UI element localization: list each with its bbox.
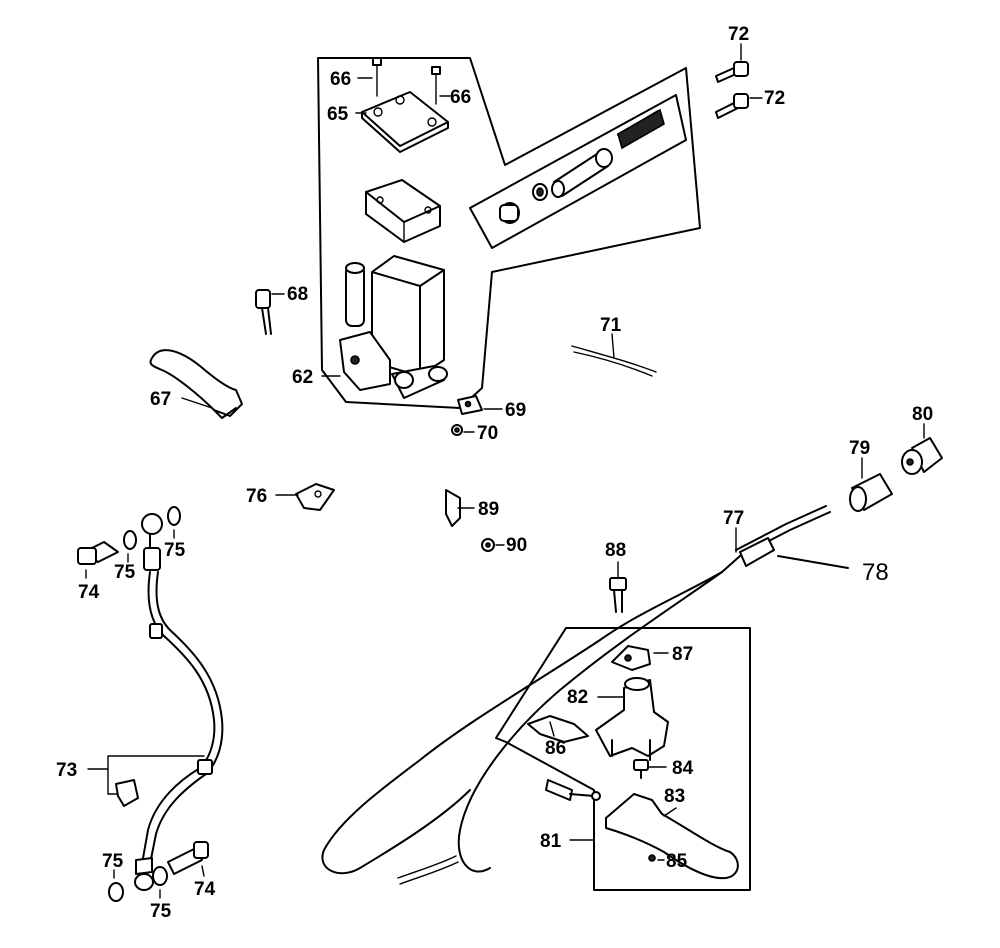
- callout-70: 70: [477, 423, 498, 444]
- callout-86: 86: [545, 738, 566, 759]
- callout-78: 78: [862, 559, 889, 586]
- callout-75-d: 75: [150, 901, 172, 922]
- reservoir-diaphragm: [365, 179, 441, 243]
- master-cylinder-body-62: [339, 255, 448, 399]
- callout-77: 77: [723, 508, 744, 529]
- clutch-cable-77: [321, 505, 831, 875]
- lever-bracket-82: [595, 677, 669, 761]
- callout-68: 68: [287, 284, 308, 305]
- bolt-88: [609, 577, 627, 613]
- bolt-68: [255, 289, 272, 335]
- screw-66-left: [372, 57, 382, 97]
- callout-84: 84: [672, 758, 694, 779]
- screw-70: [451, 424, 463, 436]
- bracket-87: [611, 645, 651, 671]
- callout-79: 79: [849, 438, 870, 459]
- clutch-group-outline: [495, 627, 751, 891]
- banjo-bolt-74-bottom: [167, 841, 209, 875]
- callout-75-b: 75: [164, 540, 186, 561]
- callout-71: 71: [600, 315, 622, 336]
- clamp-76: [295, 483, 335, 511]
- callout-89: 89: [478, 499, 499, 520]
- washer-75-c: [108, 882, 124, 902]
- callout-75-a: 75: [114, 562, 136, 583]
- brake-lever-67: [149, 349, 243, 419]
- callout-87: 87: [672, 644, 693, 665]
- cable-end: [397, 779, 601, 885]
- callout-72-bottom: 72: [764, 88, 785, 109]
- washer-75-b: [167, 506, 181, 526]
- piston-kit-outline: [469, 94, 687, 249]
- callout-labels: 62 65 66 66 67 68 69 70 71 72 72 73 74 7…: [56, 24, 933, 922]
- callout-90: 90: [506, 535, 527, 556]
- callout-76: 76: [246, 486, 267, 507]
- screw-90: [481, 538, 495, 552]
- hose-clip: [115, 779, 139, 807]
- cable-inner-78: [777, 555, 849, 569]
- callout-73: 73: [56, 760, 77, 781]
- callout-74-top: 74: [78, 582, 100, 603]
- callout-66-left: 66: [330, 69, 351, 90]
- adjuster-80: [901, 437, 943, 475]
- callout-74-bottom: 74: [194, 879, 216, 900]
- callout-75-c: 75: [102, 851, 124, 872]
- screw-66-right: [431, 66, 441, 105]
- callout-66-right: 66: [450, 87, 471, 108]
- callout-85: 85: [666, 851, 688, 872]
- callout-65: 65: [327, 104, 349, 125]
- bracket-89: [445, 489, 461, 527]
- callout-83: 83: [664, 786, 685, 807]
- master-cylinder-group-outline: [317, 57, 701, 409]
- washer-75-d: [152, 866, 168, 886]
- switch-69: [457, 395, 483, 415]
- callout-72-top: 72: [728, 24, 749, 45]
- brake-hose-73: [134, 513, 224, 891]
- callout-62: 62: [292, 367, 313, 388]
- callout-88: 88: [605, 540, 626, 561]
- callout-82: 82: [567, 687, 588, 708]
- banjo-bolt-74-top: [77, 541, 119, 565]
- callout-80: 80: [912, 404, 933, 425]
- piston-kit: [499, 108, 665, 224]
- switch-86: [527, 715, 589, 743]
- callout-69: 69: [505, 400, 526, 421]
- callout-81: 81: [540, 831, 562, 852]
- pivot-screw-84: [633, 759, 649, 779]
- clutch-lever-83: [605, 793, 739, 880]
- washer-75-a: [123, 530, 137, 550]
- reservoir-cap-65: [361, 91, 449, 153]
- leader-lines: [85, 43, 925, 899]
- screw-72-top: [715, 61, 749, 83]
- screw-72-bottom: [715, 93, 749, 119]
- wire-71: [571, 345, 657, 377]
- callout-67: 67: [150, 389, 171, 410]
- sleeve-79: [849, 473, 893, 512]
